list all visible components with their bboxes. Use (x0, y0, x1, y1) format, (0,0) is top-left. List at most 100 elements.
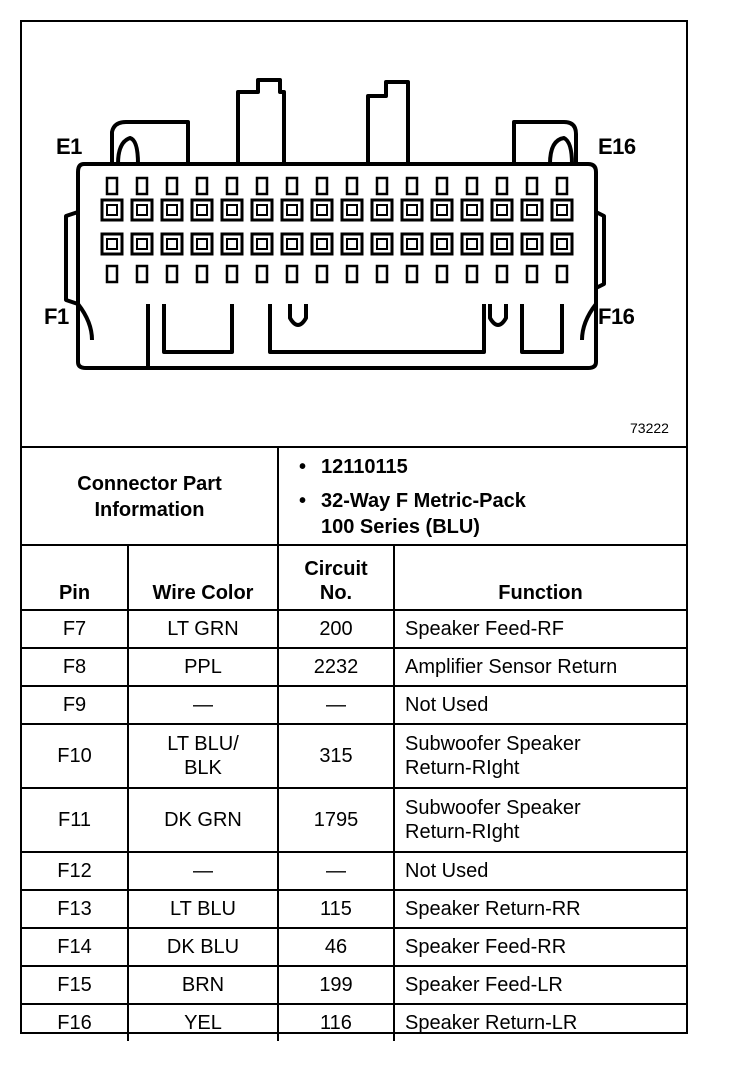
cavity-f-inner (346, 238, 358, 250)
pin-cell-line: F16 (57, 1012, 92, 1034)
cavity-f-inner (286, 238, 298, 250)
pin-cell: F9 (22, 685, 129, 725)
cavity-f-inner (226, 238, 238, 250)
circuit-cell: 116 (277, 1003, 395, 1041)
wire-color-cell: DK GRN (127, 787, 279, 853)
cavity-f (250, 232, 274, 256)
cavity-e-inner (496, 204, 508, 216)
cavity-f-inner (466, 238, 478, 250)
function-cell-line: Amplifier Sensor Return (405, 656, 618, 678)
wire-color-cell: BRN (127, 965, 279, 1005)
column-header-circuit-line1: Circuit (304, 558, 368, 580)
circuit-cell: 1795 (277, 787, 395, 853)
circuit-cell: 115 (277, 889, 395, 929)
pin-cell: F8 (22, 647, 129, 687)
circuit-cell-line: 115 (320, 898, 352, 920)
left-ear-notch (116, 136, 140, 165)
wire-color-cell: YEL (127, 1003, 279, 1041)
circuit-cell-line: 200 (319, 618, 353, 640)
wire-color-cell-line: LT BLU (170, 898, 236, 920)
terminal-latch-f (255, 264, 269, 284)
function-cell-line: Speaker Feed-LR (405, 974, 563, 996)
cavity-f-inner (106, 238, 118, 250)
terminal-latch-f (165, 264, 179, 284)
connector-info-table: Connector Part Information 12110115 32-W… (22, 446, 686, 546)
cavity-f-inner (556, 238, 568, 250)
cavity-f (130, 232, 154, 256)
cavity-e (400, 198, 424, 222)
terminal-latch-e (255, 176, 269, 196)
circuit-cell: 199 (277, 965, 395, 1005)
column-header-wire-color: Wire Color (127, 544, 279, 611)
pin-cell: F14 (22, 927, 129, 967)
pin-cell: F16 (22, 1003, 129, 1041)
terminal-latch-e (495, 176, 509, 196)
terminal-latch-e (315, 176, 329, 196)
right-corner-slot (580, 302, 598, 341)
function-cell: Speaker Return-LR (393, 1003, 686, 1041)
circuit-cell: — (277, 851, 395, 891)
wire-color-cell: — (127, 851, 279, 891)
connector-info-header-line2: Information (94, 499, 205, 521)
circuit-cell-line: — (326, 694, 346, 716)
column-header-circuit: Circuit No. (277, 544, 395, 611)
wire-color-cell-line: DK GRN (164, 809, 242, 831)
cavity-f (100, 232, 124, 256)
terminal-latch-e (345, 176, 359, 196)
wire-color-cell-line: PPL (184, 656, 222, 678)
terminal-latch-e (405, 176, 419, 196)
terminal-latch-f (495, 264, 509, 284)
lower-key-right (520, 304, 564, 354)
function-cell: Not Used (393, 851, 686, 891)
wire-color-cell-line: BRN (181, 974, 225, 996)
terminal-latch-e (555, 176, 569, 196)
cavity-f (400, 232, 424, 256)
function-cell-line: Speaker Return-RR (405, 898, 581, 920)
function-cell: Speaker Feed-RF (393, 609, 686, 649)
circuit-cell: 200 (277, 609, 395, 649)
lower-key-center-left (268, 304, 486, 354)
cavity-e (340, 198, 364, 222)
pin-cell-line: F9 (62, 694, 87, 716)
table-row: F9——Not Used (22, 685, 686, 725)
function-cell-line: Not Used (405, 694, 489, 716)
terminal-latch-f (285, 264, 299, 284)
cavity-e (190, 198, 214, 222)
left-ear (110, 120, 190, 164)
wire-color-cell-line: — (193, 860, 213, 882)
pin-cell-line: F14 (57, 936, 92, 958)
cavity-e-inner (526, 204, 538, 216)
label-e16: E16 (598, 134, 636, 159)
cavity-e (490, 198, 514, 222)
function-cell-line: Speaker Return-LR (405, 1012, 578, 1034)
cavity-e (250, 198, 274, 222)
function-cell: Amplifier Sensor Return (393, 647, 686, 687)
table-row: F12——Not Used (22, 851, 686, 891)
connector-diagram: E1 E16 F1 F16 73222 (22, 22, 686, 446)
cavity-f (430, 232, 454, 256)
pin-cell: F13 (22, 889, 129, 929)
pin-cell-line: F11 (58, 809, 91, 831)
connector-sheet: E1 E16 F1 F16 73222 Connector Part Infor… (20, 20, 688, 1041)
cavity-e (220, 198, 244, 222)
terminal-latch-f (225, 264, 239, 284)
terminal-latch-e (225, 176, 239, 196)
connector-lock-tab (366, 80, 410, 164)
cavity-e-inner (166, 204, 178, 216)
pin-cell: F11 (22, 787, 129, 853)
terminal-latch-e (525, 176, 539, 196)
terminal-latch-e (285, 176, 299, 196)
cavity-f (490, 232, 514, 256)
terminal-latch-f (345, 264, 359, 284)
pin-cell: F12 (22, 851, 129, 891)
lower-key-left2 (162, 304, 234, 354)
terminal-latch-f (465, 264, 479, 284)
cavity-e-inner (316, 204, 328, 216)
function-cell-line: Subwoofer Speaker (405, 797, 581, 819)
connector-face-drawing (64, 78, 606, 370)
cavity-e-inner (346, 204, 358, 216)
